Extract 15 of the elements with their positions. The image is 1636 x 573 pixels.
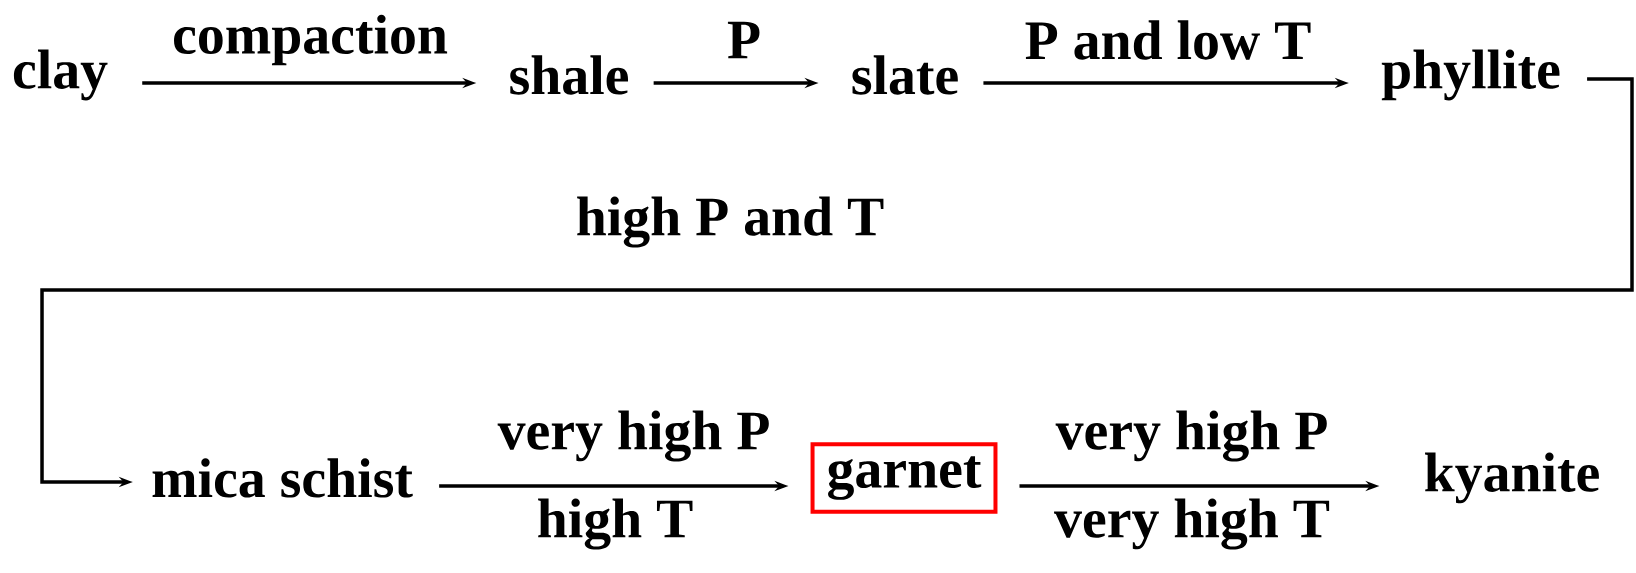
edge-label: high P and T [573,194,887,250]
rock-label: kyanite [1425,452,1599,504]
edge-label: P [725,19,764,61]
condition-label: high T [534,496,696,552]
rock-label: shale [510,55,628,95]
edge-label: P and low T [1022,18,1314,62]
rock-label: clay [13,49,108,101]
rock-label: phyllite [1381,49,1560,101]
edge-label: compaction [170,12,450,68]
edge-label: very high P [495,408,773,464]
edge-label: very high P [1053,408,1331,464]
framed-label: garnet [810,442,998,514]
rock-label: mica schist [152,458,413,498]
condition-label: very high T [1052,496,1332,552]
rock-label: slate [852,55,958,95]
